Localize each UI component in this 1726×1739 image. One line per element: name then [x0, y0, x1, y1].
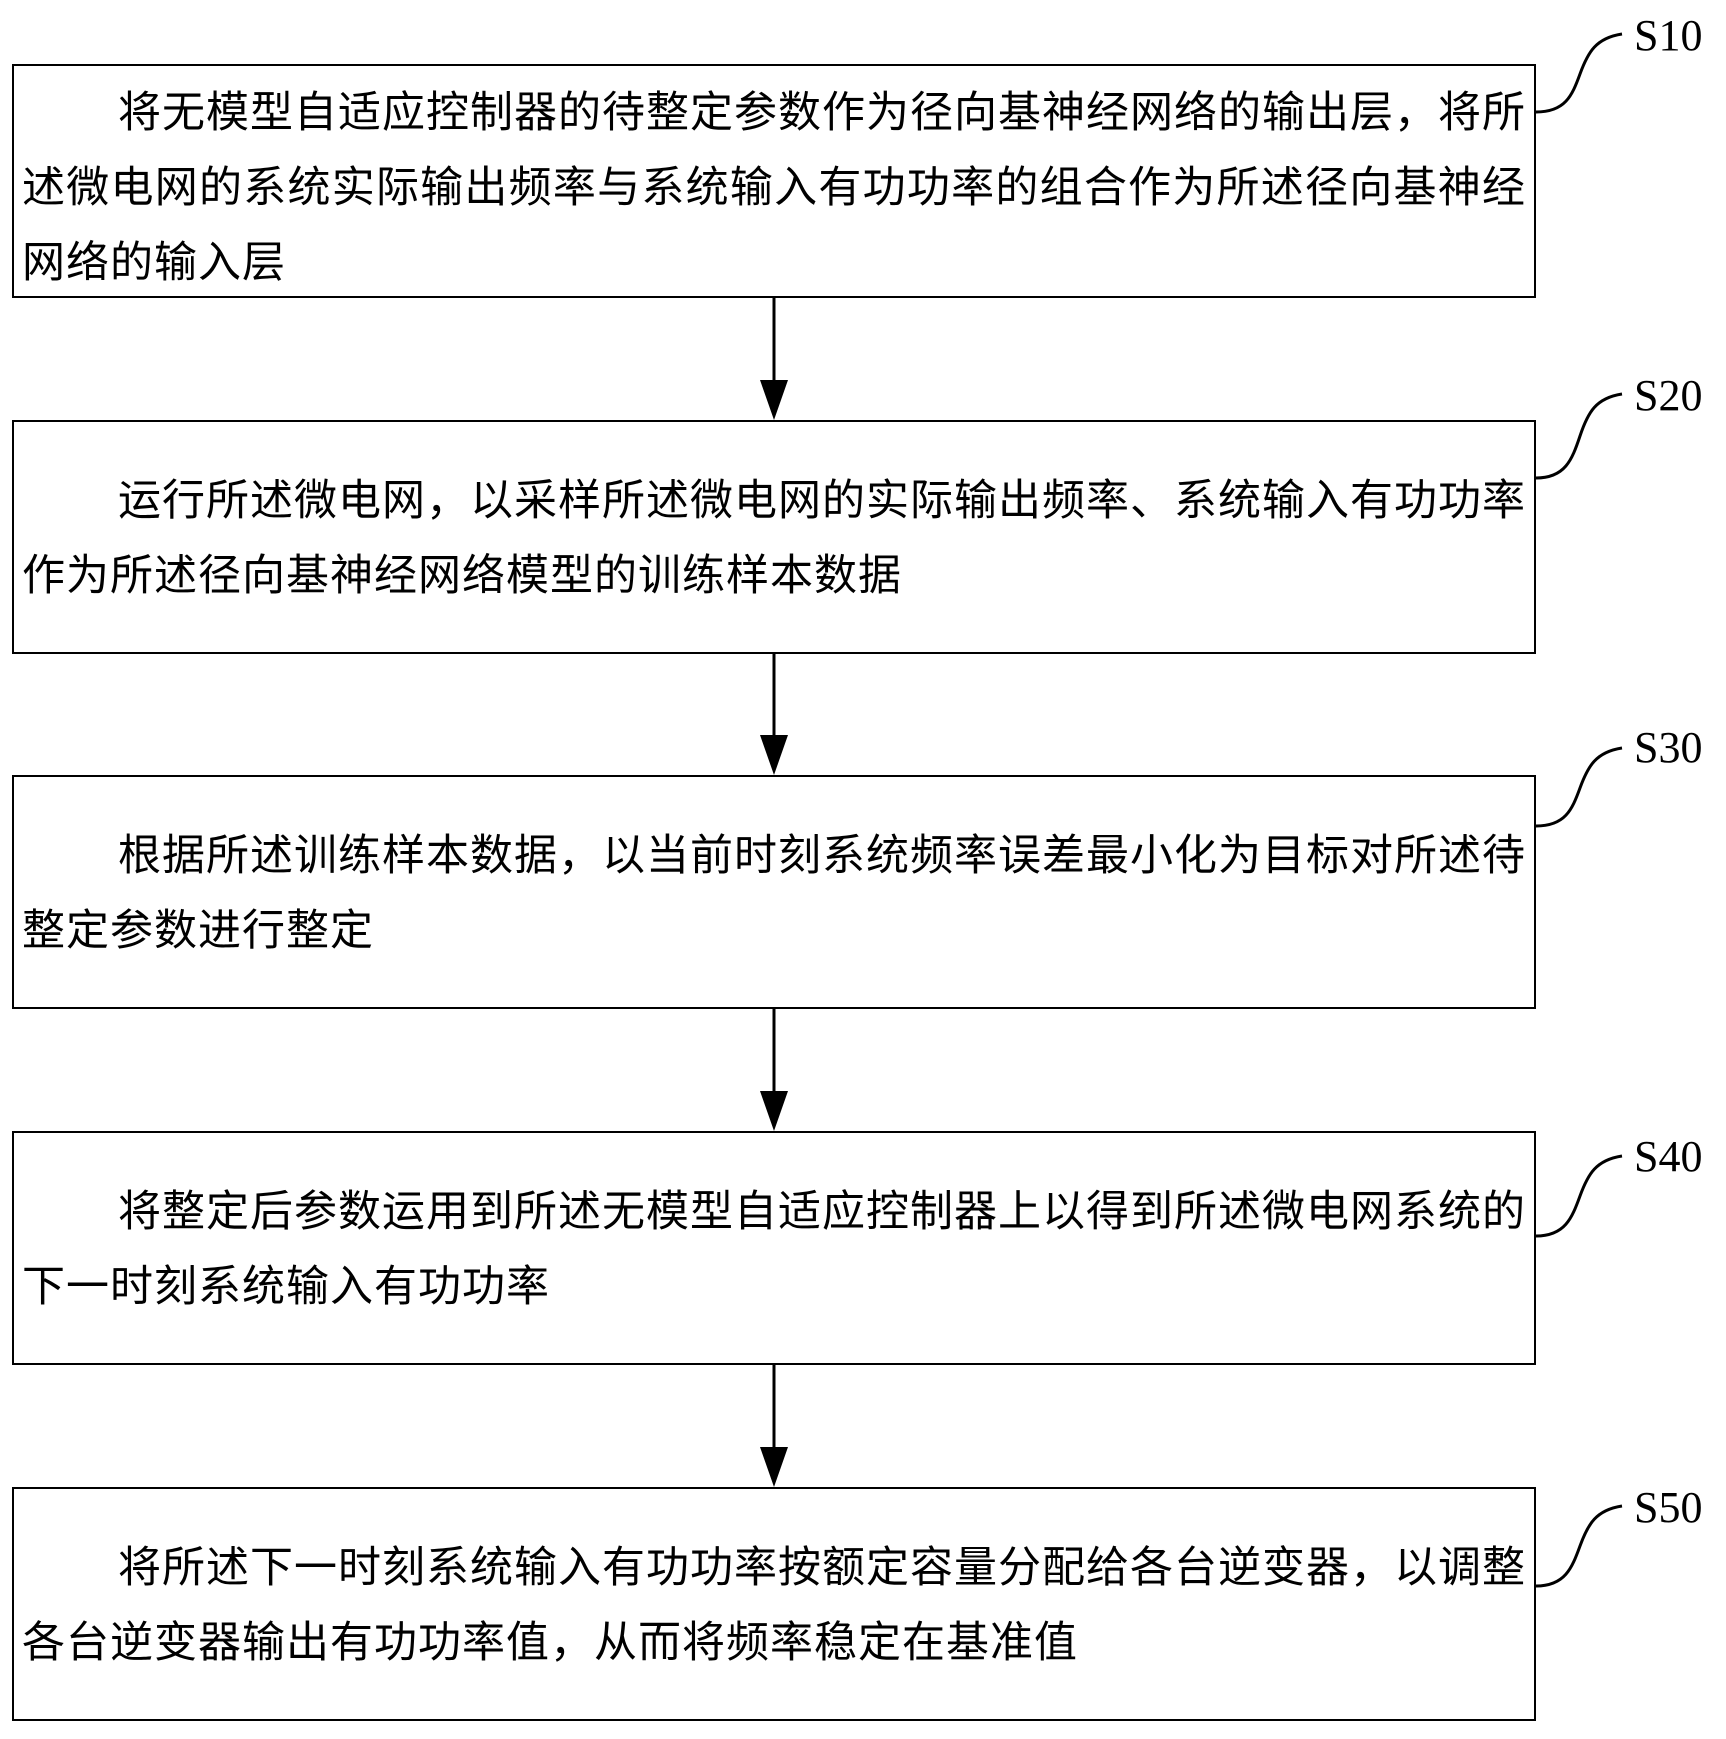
step-box-s40: 将整定后参数运用到所述无模型自适应控制器上以得到所述微电网系统的下一时刻系统输入…: [12, 1131, 1536, 1365]
step-box-s20: 运行所述微电网，以采样所述微电网的实际输出频率、系统输入有功功率作为所述径向基神…: [12, 420, 1536, 654]
flow-arrow-s40-s50: [760, 1365, 788, 1487]
leader-line-s20: [1535, 392, 1623, 480]
step-text-s10: 将无模型自适应控制器的待整定参数作为径向基神经网络的输出层，将所述微电网的系统实…: [22, 88, 1526, 288]
step-label-s50: S50: [1634, 1483, 1703, 1532]
step-label-s20: S20: [1634, 371, 1703, 420]
flow-arrow-s10-s20: [760, 298, 788, 420]
leader-line-s10: [1535, 32, 1623, 114]
leader-line-s50: [1535, 1504, 1623, 1588]
step-label-s10: S10: [1634, 11, 1703, 60]
step-box-s30: 根据所述训练样本数据，以当前时刻系统频率误差最小化为目标对所述待整定参数进行整定: [12, 775, 1536, 1009]
step-box-s50: 将所述下一时刻系统输入有功功率按额定容量分配给各台逆变器，以调整各台逆变器输出有…: [12, 1487, 1536, 1721]
step-box-s10: 将无模型自适应控制器的待整定参数作为径向基神经网络的输出层，将所述微电网的系统实…: [12, 64, 1536, 298]
leader-line-s40: [1535, 1154, 1623, 1238]
step-text-s30: 根据所述训练样本数据，以当前时刻系统频率误差最小化为目标对所述待整定参数进行整定: [22, 831, 1526, 956]
flow-arrow-s20-s30: [760, 654, 788, 775]
step-text-s20: 运行所述微电网，以采样所述微电网的实际输出频率、系统输入有功功率作为所述径向基神…: [22, 476, 1526, 601]
step-text-s40: 将整定后参数运用到所述无模型自适应控制器上以得到所述微电网系统的下一时刻系统输入…: [22, 1187, 1526, 1312]
flow-arrow-s30-s40: [760, 1009, 788, 1131]
step-text-s50: 将所述下一时刻系统输入有功功率按额定容量分配给各台逆变器，以调整各台逆变器输出有…: [22, 1543, 1526, 1668]
step-label-s40: S40: [1634, 1132, 1703, 1181]
leader-line-s30: [1535, 746, 1623, 828]
step-label-s30: S30: [1634, 723, 1703, 772]
